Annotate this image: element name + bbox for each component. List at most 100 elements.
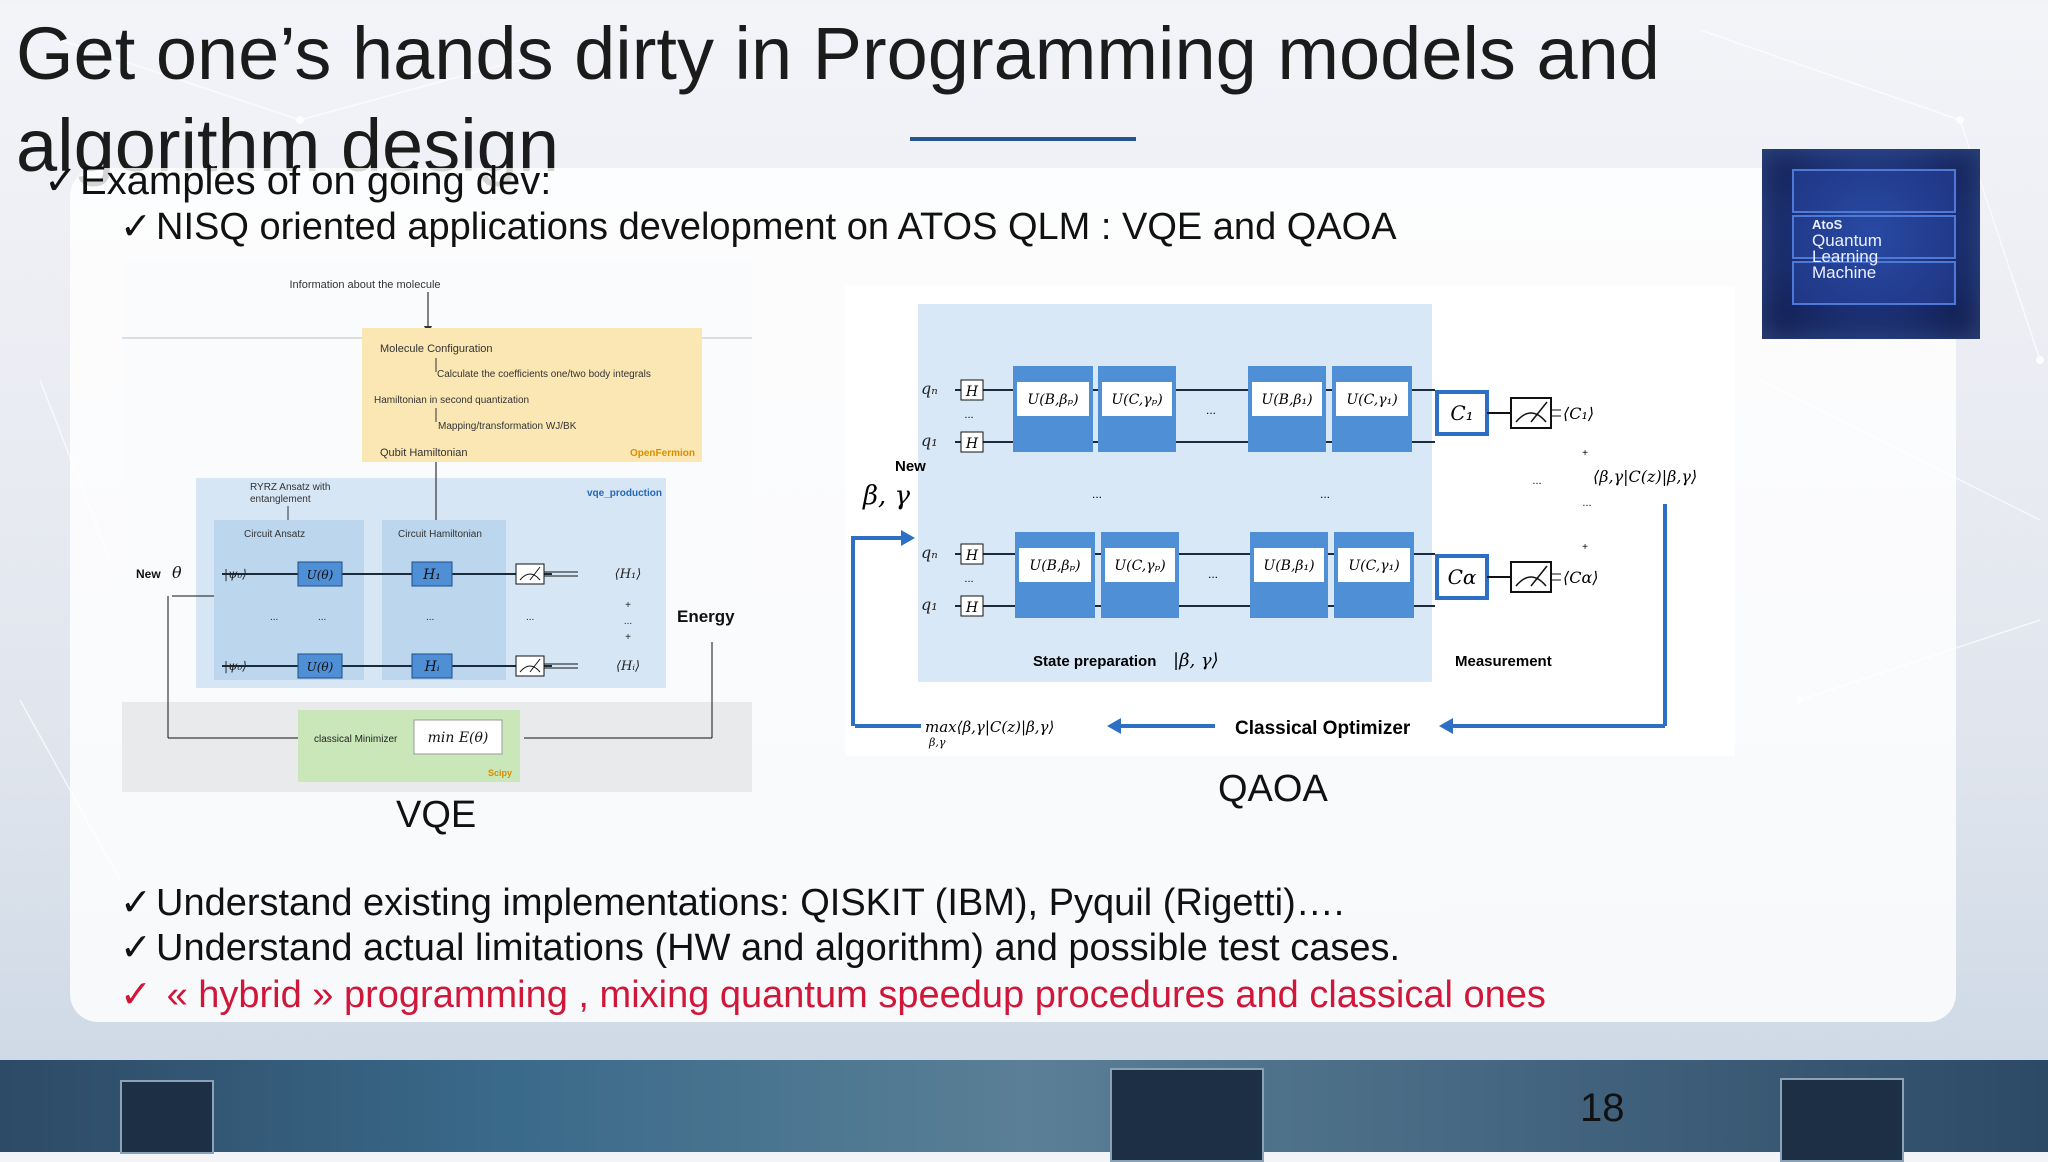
title-underline [910,137,1136,141]
qaoa-dots-3: ... [1092,487,1102,501]
qaoa-c1: C₁ [1450,401,1473,425]
vqe-exp-hi: ⟨Hᵢ⟩ [616,659,640,674]
qaoa-u-c-g1-bottom: U(C,γ₁) [1348,558,1399,574]
vqe-circuit-hamiltonian: Circuit Hamiltonian [398,529,482,540]
qaoa-h-gate-2: H [965,436,979,452]
qaoa-u-c-gp-bottom: U(C,γₚ) [1114,558,1165,574]
logo-line-1: AtoS [1812,217,1843,232]
vqe-plus-2: + [625,632,631,643]
qaoa-calpha: Cα [1448,565,1477,589]
vqe-figure: Information about the molecule Molecule … [122,262,752,792]
atos-qlm-logo: AtoS Quantum Learning Machine [1762,149,1980,339]
qaoa-exp-calpha: ⟨Cα⟩ [1563,568,1599,587]
check-icon: ✓ [120,882,152,924]
bullet-hybrid: ✓ « hybrid » programming , mixing quantu… [120,972,1546,1017]
bullet-examples-text: Examples of on going dev: [80,159,552,203]
vqe-dots-2: ... [318,612,326,623]
logo-line-3: Learning [1812,247,1879,266]
qaoa-q1-bottom: q₁ [921,595,938,614]
bullet-understand-limits: ✓Understand actual limitations (HW and a… [120,925,1400,970]
vqe-calc-coeffs: Calculate the coefficients one/two body … [437,369,651,380]
qaoa-dots-8: ... [1582,497,1591,509]
vqe-circuit-ansatz: Circuit Ansatz [244,529,305,540]
vqe-hamiltonian-second: Hamiltonian in second quantization [374,395,529,406]
vqe-u-theta-top: U(θ) [307,568,334,582]
circuit-ansatz-box [214,520,364,680]
vqe-dots-3: ... [426,612,434,623]
vqe-openfermion: OpenFermion [630,448,695,459]
qaoa-u-b-bp-top: U(B,βₚ) [1027,392,1078,408]
logo-line-4: Machine [1812,263,1877,282]
qaoa-expectation: ⟨β,γ|C(z)|β,γ⟩ [1593,467,1697,486]
vqe-production-label: vqe_production [587,488,662,499]
vqe-psi0-top: |ψ₀⟩ [224,567,247,581]
vqe-psi0-bottom: |ψ₀⟩ [224,659,247,673]
qaoa-beta-gamma: β, γ [862,481,911,511]
vqe-plus-1: + [625,600,631,611]
vqe-info-molecule: Information about the molecule [289,279,440,291]
slide-title: Get one’s hands dirty in Programming mod… [16,12,1660,187]
bullet-understand-impl-text: Understand existing implementations: QIS… [156,882,1345,924]
bullet-understand-limits-text: Understand actual limitations (HW and al… [156,927,1401,969]
qaoa-q1-top: q₁ [921,431,938,450]
vqe-u-theta-bottom: U(θ) [307,660,334,674]
vqe-mapping: Mapping/transformation WJ/BK [438,421,577,432]
qaoa-caption: QAOA [1218,768,1328,810]
vqe-qubit-hamiltonian: Qubit Hamiltonian [380,447,467,459]
bullet-examples: ✓Examples of on going dev: [44,158,551,204]
qaoa-state-ket: |β, γ⟩ [1173,650,1219,671]
bullet-nisq: ✓NISQ oriented applications development … [120,204,1397,249]
vqe-scipy: Scipy [488,768,512,778]
qaoa-dots-1: ... [1206,403,1216,417]
qaoa-max-sub: β,γ [928,736,946,749]
qaoa-state-preparation: State preparation [1033,653,1156,670]
qaoa-new-label: New [895,458,926,475]
qaoa-figure: qₙ q₁ qₙ q₁ H H H H U(B,βₚ) U(C,γₚ) U(B,… [845,286,1735,756]
qaoa-classical-optimizer: Classical Optimizer [1235,718,1411,739]
qaoa-exp-c1: ⟨C₁⟩ [1563,404,1594,423]
check-icon: ✓ [120,927,152,969]
check-icon: ✓ [120,206,152,248]
circuit-hamiltonian-box [382,520,506,680]
vqe-caption: VQE [396,794,477,836]
qaoa-u-c-g1-top: U(C,γ₁) [1346,392,1397,408]
openfermion-box [362,328,702,462]
page-number: 18 [1580,1086,1625,1130]
check-icon: ✓ [120,974,152,1016]
vqe-dots-4: ... [624,616,632,627]
qaoa-u-b-b1-bottom: U(B,β₁) [1263,558,1314,574]
vqe-new-label: New [136,567,161,581]
qaoa-dots-7: ... [1532,475,1541,487]
qaoa-max-expr: max⟨β,γ|C(z)|β,γ⟩ [925,718,1054,736]
qaoa-plus-2: + [1582,542,1588,553]
state-preparation-panel [918,304,1432,682]
vqe-molecule-config: Molecule Configuration [380,343,493,355]
qaoa-dots-4: ... [1320,487,1330,501]
bullet-hybrid-text: « hybrid » programming , mixing quantum … [166,974,1546,1016]
qaoa-dots-6: ... [964,573,973,585]
bullet-nisq-text: NISQ oriented applications development o… [156,206,1397,248]
qaoa-u-b-b1-top: U(B,β₁) [1261,392,1312,408]
vqe-exp-h1: ⟨H₁⟩ [615,567,642,582]
qaoa-qn-top: qₙ [921,379,938,398]
vqe-entanglement: entanglement [250,494,311,505]
qaoa-dots-5: ... [964,409,973,421]
vqe-classical-minimizer: classical Minimizer [314,734,398,745]
qaoa-qn-bottom: qₙ [921,543,938,562]
qaoa-h-gate-4: H [965,600,979,616]
logo-line-2: Quantum [1812,231,1882,250]
vqe-theta: θ [172,563,182,582]
qaoa-measurement: Measurement [1455,653,1552,670]
circuit-board-banner [0,1060,2048,1162]
bullet-understand-impl: ✓Understand existing implementations: QI… [120,880,1344,925]
check-icon: ✓ [44,159,78,203]
vqe-h1-gate: H₁ [422,567,441,583]
qaoa-dots-2: ... [1208,567,1218,581]
vqe-dots-5: ... [526,612,534,623]
vqe-ryrz: RYRZ Ansatz with [250,482,330,493]
qaoa-u-c-gp-top: U(C,γₚ) [1111,392,1162,408]
vqe-dots-1: ... [270,612,278,623]
vqe-hi-gate: Hᵢ [423,659,439,675]
qaoa-u-b-bp-bottom: U(B,βₚ) [1029,558,1080,574]
vqe-energy: Energy [677,607,735,626]
